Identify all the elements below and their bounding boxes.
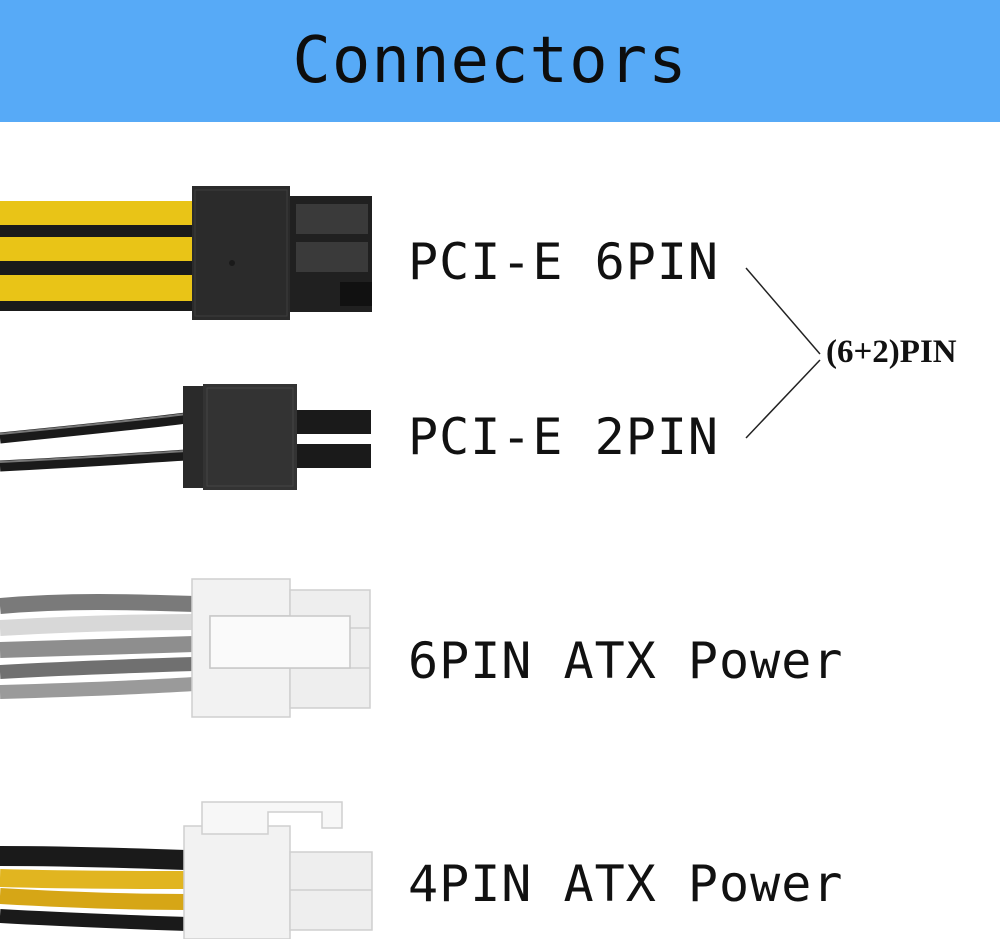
atx-6pin-label: 6PIN ATX Power xyxy=(408,632,844,690)
pcie-2pin-connector-icon xyxy=(0,384,371,490)
atx-4pin-connector-icon xyxy=(0,801,373,939)
atx-6pin-connector-icon xyxy=(0,578,371,718)
combo-bracket-lines xyxy=(745,267,821,439)
combo-pin-label: (6+2)PIN xyxy=(826,334,957,370)
pcie-6pin-connector-icon xyxy=(0,186,372,320)
header-banner: Connectors xyxy=(0,0,1000,122)
pcie-2pin-label: PCI-E 2PIN xyxy=(408,408,720,466)
atx-4pin-label: 4PIN ATX Power xyxy=(408,855,844,913)
pcie-6pin-label: PCI-E 6PIN xyxy=(408,233,720,291)
page-title: Connectors xyxy=(292,24,688,98)
